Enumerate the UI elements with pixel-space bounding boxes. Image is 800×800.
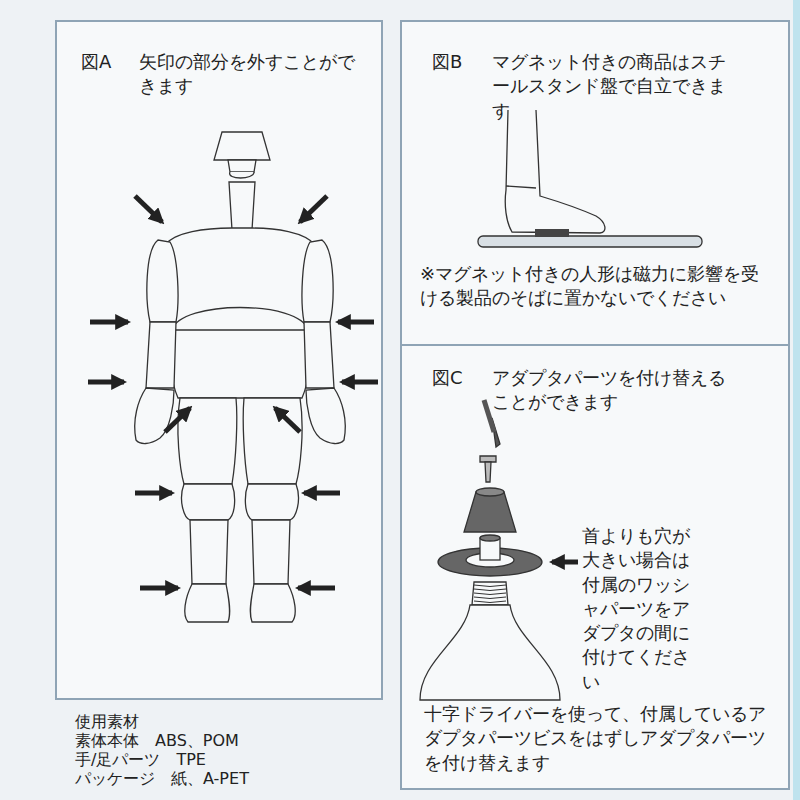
material-note: 素体本体 ABS、POM <box>75 731 239 750</box>
instruction-text: マグネット付きの商品はスチールスタンド盤で自立できます <box>492 50 742 123</box>
thread-line <box>474 593 506 595</box>
thread-line <box>474 589 506 591</box>
panel-fill <box>400 20 790 790</box>
instruction-panel: 図Cアダプタパーツを付け替えることができます首よりも穴が大きい場合は付属のワッシ… <box>400 344 790 790</box>
figure-heading: 図A <box>81 50 141 74</box>
instruction-text: アダプタパーツを付け替えることができます <box>492 366 742 415</box>
figure-heading: 図B <box>432 50 492 74</box>
instruction-panel: 図A矢印の部分を外すことができます <box>55 20 383 700</box>
panel-fill <box>55 20 383 700</box>
instruction-panel: 図Bマグネット付きの商品はスチールスタンド盤で自立できます ※マグネット付きの人形… <box>400 20 790 346</box>
adapter-parts <box>420 400 560 700</box>
figure-heading: 図C <box>432 366 492 390</box>
thread-line <box>474 597 506 599</box>
thread-lines <box>474 585 506 603</box>
thread-line <box>474 601 506 603</box>
edge-strip <box>793 0 800 800</box>
pointer-arrow <box>552 560 578 565</box>
instruction-text: ※マグネット付きの人形は磁力に影響を受ける製品のそばに置かないでください <box>420 262 770 311</box>
instruction-text: 十字ドライバーを使って、付属しているアダプタパーツビスをはずしアダプタパーツを付… <box>424 702 774 775</box>
detach-arrows <box>88 196 378 588</box>
magnet <box>535 229 569 237</box>
material-note: 手/足パーツ TPE <box>75 750 206 769</box>
material-note: パッケージ 紙、A-PET <box>75 769 249 788</box>
doll-figure <box>135 132 346 622</box>
foot-on-stand <box>478 110 702 247</box>
instruction-text: 矢印の部分を外すことができます <box>139 50 369 99</box>
instruction-text: 首よりも穴が大きい場合は付属のワッシャパーツをアダプタの間に付けてください <box>582 524 700 694</box>
thread-line <box>474 585 506 587</box>
material-note: 使用素材 <box>75 712 139 731</box>
